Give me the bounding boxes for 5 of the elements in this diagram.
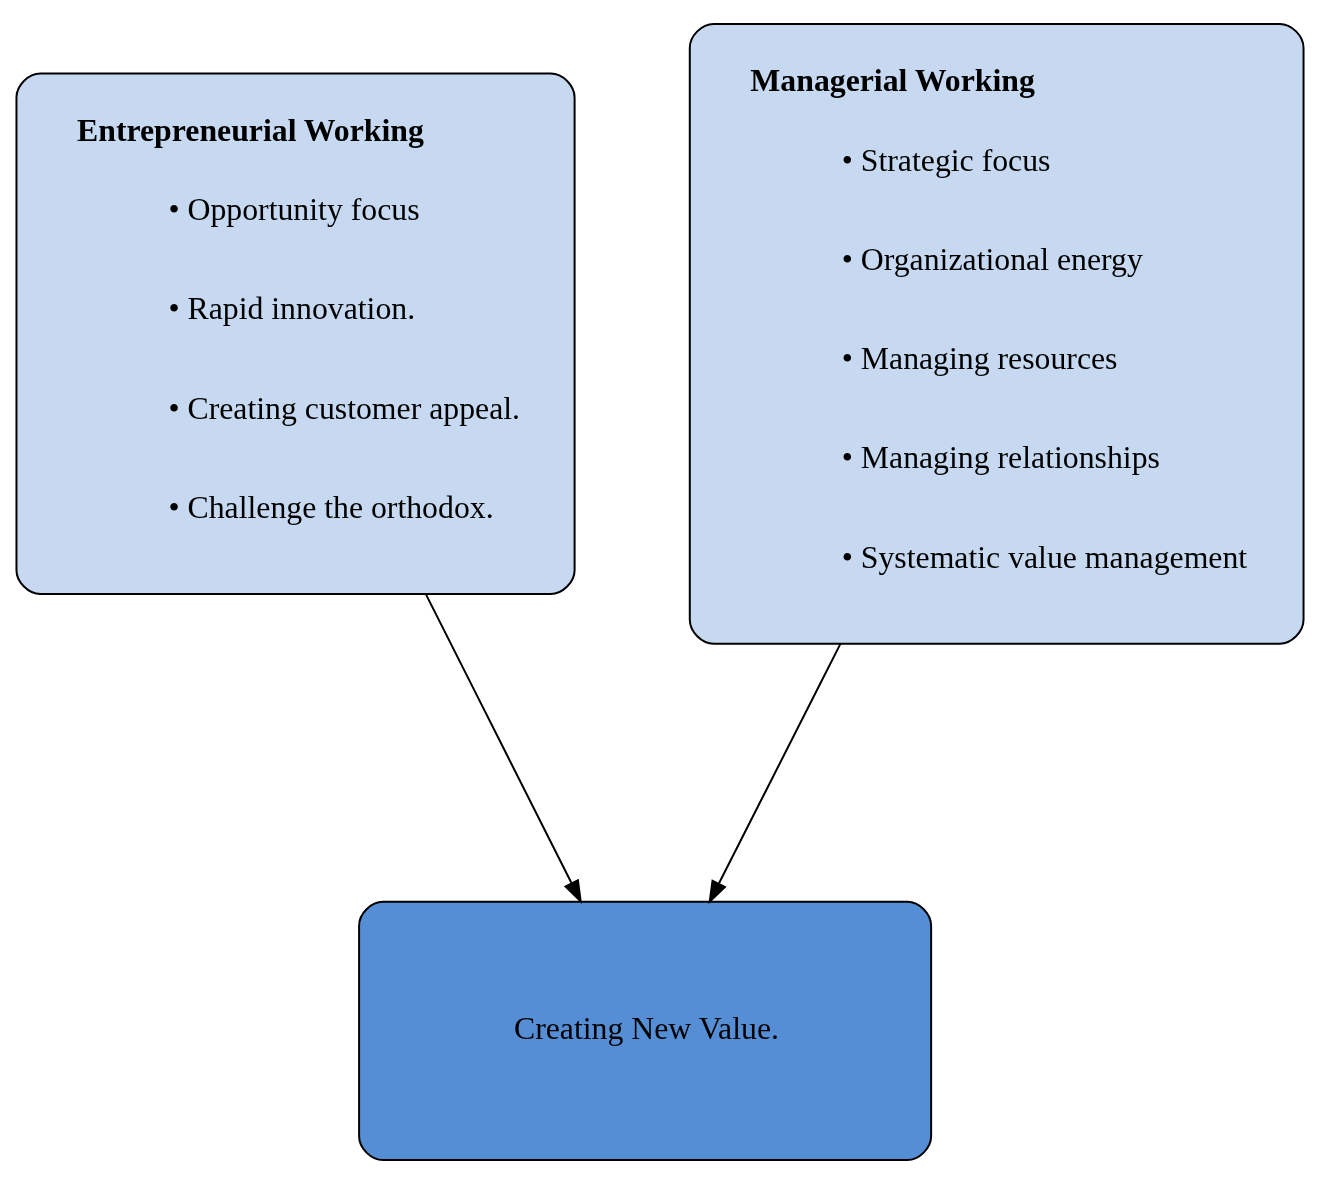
node-box: Entrepreneurial Working • Opportunity focus • Rapid innovation. • Creating customer appeal. • Challenge the orthodox. [15,72,576,595]
arrow [425,593,583,904]
node-box: Creating New Value. [358,900,933,1162]
arrow [708,642,842,905]
node-box: Managerial Working • Strategic focus • Organizational energy • Managing resources • Managing relationships • Systematic value management [688,22,1305,645]
